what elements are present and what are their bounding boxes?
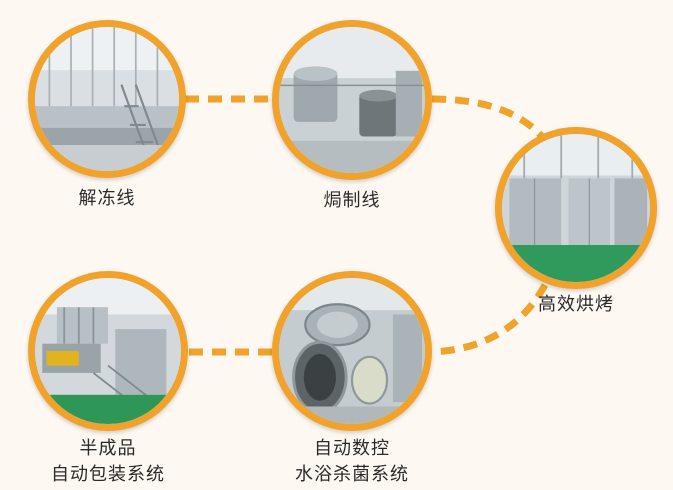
step-label-sterilizing: 自动数控 水浴杀菌系统	[272, 436, 432, 488]
baking-oven-photo	[495, 127, 657, 289]
packaging-line-photo	[28, 271, 188, 431]
step-label-packaging-line1: 半成品	[79, 438, 137, 459]
step-label-baking: 高效烘烤	[538, 294, 614, 315]
connector-braising-baking	[431, 95, 548, 143]
thawing-line-photo	[28, 20, 186, 178]
step-label-thawing: 解冻线	[78, 188, 136, 209]
step-label-packaging-line2: 自动包装系统	[51, 464, 165, 485]
sterilization-tank-photo	[272, 271, 432, 431]
step-label-sterilizing-line2: 水浴杀菌系统	[295, 464, 409, 485]
step-label-sterilizing-line1: 自动数控	[314, 438, 390, 459]
step-label-packaging: 半成品 自动包装系统	[28, 436, 188, 488]
step-label-braising: 焗制线	[323, 190, 381, 211]
connector-baking-sterilizing	[431, 283, 549, 356]
braising-line-photo	[272, 20, 432, 180]
